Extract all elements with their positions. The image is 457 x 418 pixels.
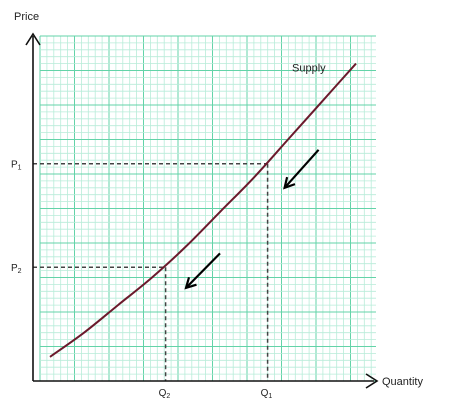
quantity-tick-subscript: 1 xyxy=(268,393,272,400)
shift-arrow-shaft xyxy=(185,252,221,289)
shift-arrow-shaft xyxy=(283,149,320,189)
x-axis-title: Quantity xyxy=(382,376,423,388)
quantity-tick-label: Q2 xyxy=(159,388,171,400)
supply-curve xyxy=(49,62,357,358)
x-axis-arrowhead-icon xyxy=(365,373,379,389)
quantity-tick-subscript: 2 xyxy=(166,393,170,400)
price-tick-label: P2 xyxy=(11,263,22,275)
shift-arrowhead-icon xyxy=(184,277,197,290)
guide-lines xyxy=(33,162,269,381)
y-axis-title: Price xyxy=(14,11,39,23)
arrow-layer xyxy=(184,149,320,290)
price-tick-subscript: 1 xyxy=(18,165,22,172)
shift-arrowhead-icon xyxy=(283,176,296,190)
y-axis-arrowhead-icon xyxy=(25,32,41,46)
price-tick-subscript: 2 xyxy=(18,268,22,275)
curve-layer: Supply xyxy=(49,62,357,358)
price-tick-label: P1 xyxy=(11,160,22,172)
quantity-tick-label: Q1 xyxy=(261,388,273,400)
supply-curve-label: Supply xyxy=(292,63,326,75)
axes: Price Quantity xyxy=(14,11,423,389)
grid xyxy=(39,35,376,382)
